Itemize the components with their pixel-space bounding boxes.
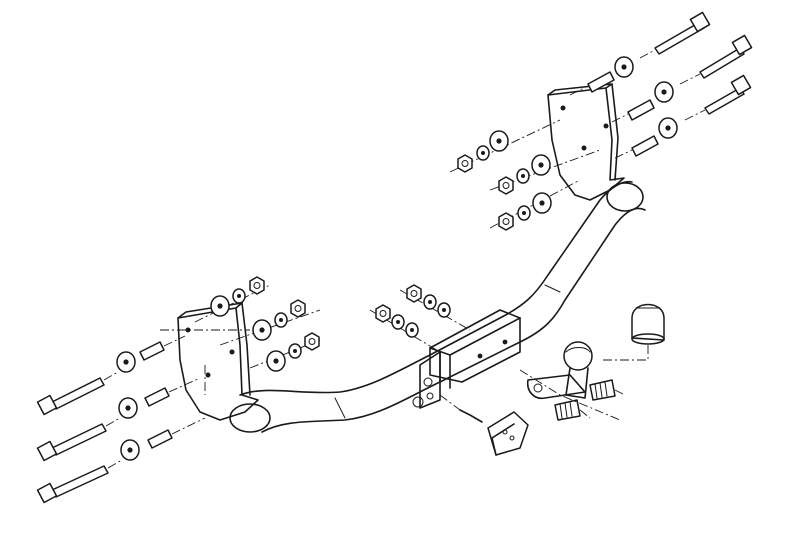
washer	[266, 350, 286, 372]
washer	[532, 192, 552, 214]
washer	[516, 168, 530, 184]
spacer-sleeve	[144, 377, 201, 407]
spacer-sleeve	[614, 135, 659, 159]
ball-bolt-upper	[589, 379, 626, 401]
spacer-sleeve	[147, 417, 206, 449]
washer	[391, 314, 405, 330]
spacer-sleeve	[139, 335, 186, 361]
washer	[274, 312, 288, 328]
washer	[489, 130, 509, 152]
nut	[498, 212, 514, 231]
left-mounting-bracket	[177, 302, 259, 421]
washer	[476, 145, 490, 161]
washer	[423, 294, 437, 310]
washer	[120, 439, 140, 461]
electrical-socket	[439, 394, 529, 456]
long-bolt	[36, 459, 123, 504]
washer	[232, 288, 246, 304]
nut	[406, 284, 422, 303]
center-receiver-block	[412, 309, 521, 409]
nut	[304, 332, 320, 351]
axis-line	[519, 369, 621, 421]
nut	[498, 176, 514, 195]
washer	[116, 351, 136, 373]
tow-ball-cover-cap	[600, 303, 665, 361]
washer	[654, 81, 674, 103]
nut	[290, 299, 306, 318]
washer	[531, 154, 551, 176]
long-bolt	[36, 371, 119, 416]
spacer-sleeve	[611, 99, 655, 123]
ball-bolt-lower	[554, 399, 591, 421]
washer	[252, 319, 272, 341]
long-bolt	[684, 74, 752, 121]
washer	[437, 302, 451, 318]
nut	[249, 276, 265, 295]
nut	[457, 154, 473, 173]
nut	[375, 304, 391, 323]
long-bolt	[679, 34, 753, 85]
right-mounting-bracket	[547, 83, 625, 201]
spacer-sleeve	[569, 71, 615, 96]
washer	[405, 322, 419, 338]
washer	[614, 56, 634, 78]
tow-ball	[526, 341, 593, 400]
washer	[288, 343, 302, 359]
washer	[517, 205, 531, 221]
long-bolt	[639, 11, 711, 59]
washer	[210, 295, 230, 317]
washer	[658, 117, 678, 139]
long-bolt	[36, 417, 121, 462]
axis-line	[249, 339, 321, 369]
washer	[118, 397, 138, 419]
